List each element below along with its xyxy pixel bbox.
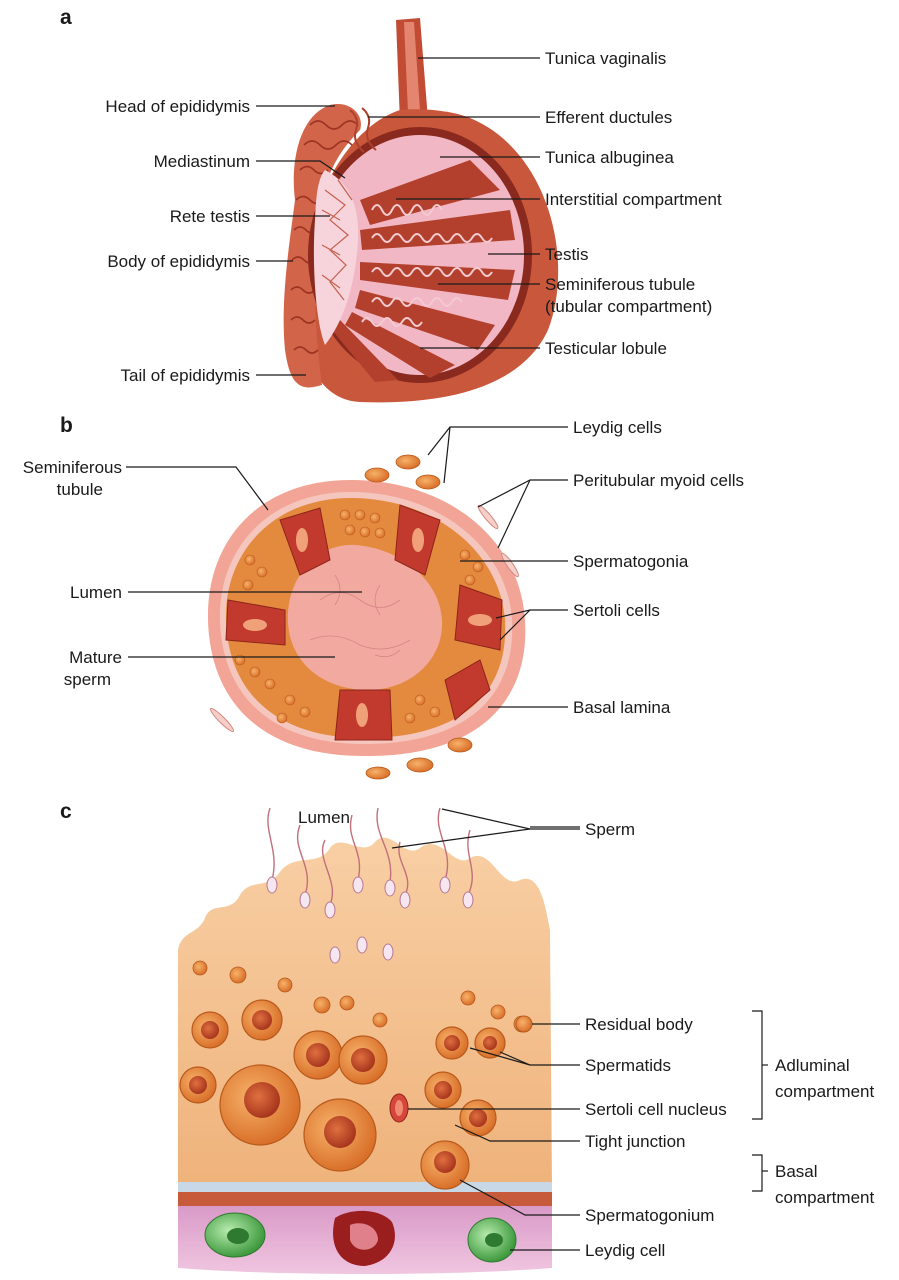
- label-adluminal: Adluminal: [775, 1056, 850, 1075]
- label-body-of-epididymis: Body of epididymis: [107, 252, 250, 271]
- label-testicular-lobule: Testicular lobule: [545, 339, 667, 358]
- label-adluminal-compartment: compartment: [775, 1082, 874, 1101]
- label-mediastinum: Mediastinum: [154, 152, 250, 171]
- label-spermatogonia: Spermatogonia: [573, 552, 689, 571]
- label-lumen-c: Lumen: [298, 808, 350, 827]
- label-sertoli-cell-nucleus: Sertoli cell nucleus: [585, 1100, 727, 1119]
- label-tubular-compartment: (tubular compartment): [545, 297, 712, 316]
- label-tunica-albuginea: Tunica albuginea: [545, 148, 674, 167]
- label-spermatids: Spermatids: [585, 1056, 671, 1075]
- label-peritubular-myoid-cells: Peritubular myoid cells: [573, 471, 744, 490]
- label-leydig-cells: Leydig cells: [573, 418, 662, 437]
- label-efferent-ductules: Efferent ductules: [545, 108, 672, 127]
- label-rete-testis: Rete testis: [170, 207, 250, 226]
- label-tunica-vaginalis: Tunica vaginalis: [545, 49, 666, 68]
- label-interstitial-compartment: Interstitial compartment: [545, 190, 722, 209]
- label-testis: Testis: [545, 245, 588, 264]
- panel-a-testis-illustration: [284, 18, 559, 402]
- label-sperm-b: sperm: [64, 670, 111, 689]
- label-basal: Basal: [775, 1162, 818, 1181]
- label-leydig-cell: Leydig cell: [585, 1241, 665, 1260]
- label-lumen-b: Lumen: [70, 583, 122, 602]
- label-tight-junction: Tight junction: [585, 1132, 685, 1151]
- label-mature: Mature: [69, 648, 122, 667]
- label-basal-lamina: Basal lamina: [573, 698, 671, 717]
- label-sperm-c: Sperm: [585, 820, 635, 839]
- panel-b-letter: b: [60, 414, 73, 437]
- label-spermatogonium: Spermatogonium: [585, 1206, 714, 1225]
- label-head-of-epididymis: Head of epididymis: [105, 97, 250, 116]
- label-seminiferous-tubule: Seminiferous tubule: [545, 275, 695, 294]
- label-tubule: tubule: [57, 480, 103, 499]
- label-basal-compartment: compartment: [775, 1188, 874, 1207]
- panel-c-letter: c: [60, 800, 72, 823]
- panel-a-letter: a: [60, 6, 72, 29]
- label-sertoli-cells: Sertoli cells: [573, 601, 660, 620]
- label-residual-body: Residual body: [585, 1015, 693, 1034]
- panel-b-tubule-cross-section: [208, 455, 525, 779]
- panel-c-epithelium-illustration: [178, 808, 552, 1274]
- label-tail-of-epididymis: Tail of epididymis: [121, 366, 250, 385]
- compartment-brackets: [752, 1011, 768, 1191]
- label-seminiferous: Seminiferous: [23, 458, 122, 477]
